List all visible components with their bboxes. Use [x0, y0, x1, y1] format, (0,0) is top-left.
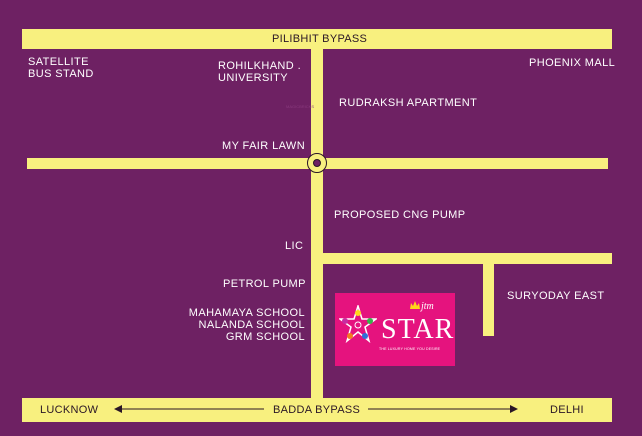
place-proposed-cng-pump: PROPOSED CNG PUMP [334, 209, 466, 221]
road-suryoday-branch [483, 264, 494, 336]
crown-icon [410, 301, 420, 309]
place-satellite-bus-stand: SATELLITE BUS STAND [28, 56, 94, 80]
watermark: MAGICBRICKS [286, 104, 315, 109]
place-rudraksh-apartment: RUDRAKSH APARTMENT [339, 97, 478, 109]
arrow-right-icon [368, 405, 518, 413]
road-pilibhit-bypass [22, 29, 612, 49]
road-main-vertical [311, 49, 323, 398]
star-logo-icon [339, 305, 377, 343]
place-schools: MAHAMAYA SCHOOL NALANDA SCHOOL GRM SCHOO… [188, 307, 305, 343]
place-lic: LIC [285, 240, 304, 252]
road-label-pilibhit-bypass: PILIBHIT BYPASS [272, 33, 368, 45]
road-label-badda-bypass: BADDA BYPASS [273, 404, 361, 416]
place-suryoday-east: SURYODAY EAST [507, 290, 605, 302]
place-petrol-pump: PETROL PUMP [223, 278, 306, 290]
place-my-fair-lawn: MY FAIR LAWN [222, 140, 306, 152]
junction-core [313, 159, 321, 167]
project-name: STAR [381, 314, 455, 345]
project-tagline: THE LUXURY HOME YOU DESIRE [379, 347, 441, 351]
city-label-lucknow: LUCKNOW [40, 404, 99, 416]
junction-marker [307, 153, 327, 173]
road-suryoday-horizontal [323, 253, 612, 264]
city-label-delhi: DELHI [550, 404, 584, 416]
arrow-left-icon [114, 405, 264, 413]
place-rohilkhand-university: ROHILKHAND . UNIVERSITY [218, 60, 302, 84]
project-star-logo: jtm STAR THE LUXURY HOME YOU DESIRE [335, 293, 455, 366]
place-phoenix-mall: PHOENIX MALL [529, 57, 616, 69]
developer-mark: jtm [421, 301, 434, 312]
